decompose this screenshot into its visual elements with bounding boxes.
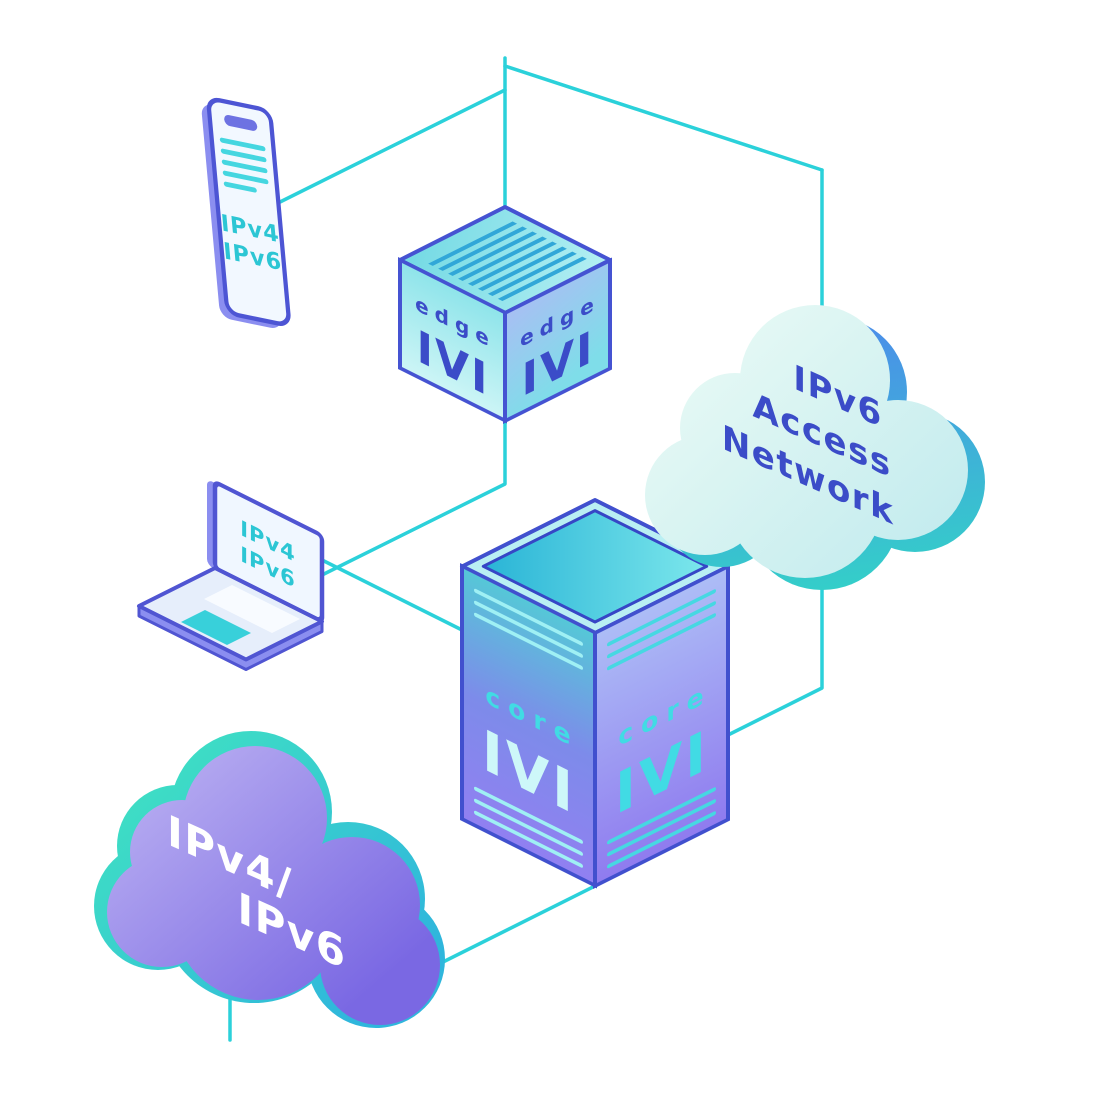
- phone-body: [206, 97, 291, 326]
- edge-cube-right-face: edge IVI: [503, 257, 612, 424]
- phone-screen-lines: [219, 137, 269, 193]
- laptop-base: [137, 566, 324, 662]
- edge-router-cube: edge IVI edge IVI: [398, 205, 612, 424]
- connector-edge-laptop: [320, 418, 507, 577]
- laptop-keyboard: [204, 585, 300, 633]
- cloud-ipv4-ipv6-body: [107, 746, 440, 1025]
- core-top-face: [481, 509, 709, 624]
- phone-notch: [224, 114, 258, 131]
- connector-phone-edge: [278, 88, 507, 204]
- laptop: IPv4 IPv6: [137, 481, 325, 671]
- core-router-box: core IVI core IVI: [460, 498, 730, 889]
- connector-core-cloud: [433, 884, 597, 968]
- core-left-stripes-bottom: [474, 786, 583, 868]
- connector-laptop-core: [320, 558, 466, 633]
- core-left-stripes-top: [474, 588, 583, 670]
- smartphone: IPv4 IPv6: [201, 97, 291, 329]
- core-right-stripes-top: [607, 589, 716, 671]
- core-right-face: core IVI: [593, 563, 730, 889]
- core-right-stripes-bottom: [607, 787, 716, 869]
- core-left-face: core IVI: [460, 563, 597, 889]
- connector-top-right: [503, 64, 824, 172]
- cloud-ipv6-access-body: [645, 305, 968, 578]
- edge-cube-left-face: edge IVI: [398, 257, 507, 424]
- laptop-trackpad: [181, 610, 251, 645]
- cloud-ipv4-ipv6: IPv4/ IPv6: [94, 731, 445, 1028]
- cloud-ipv6-access: IPv6 Access Network: [645, 305, 985, 590]
